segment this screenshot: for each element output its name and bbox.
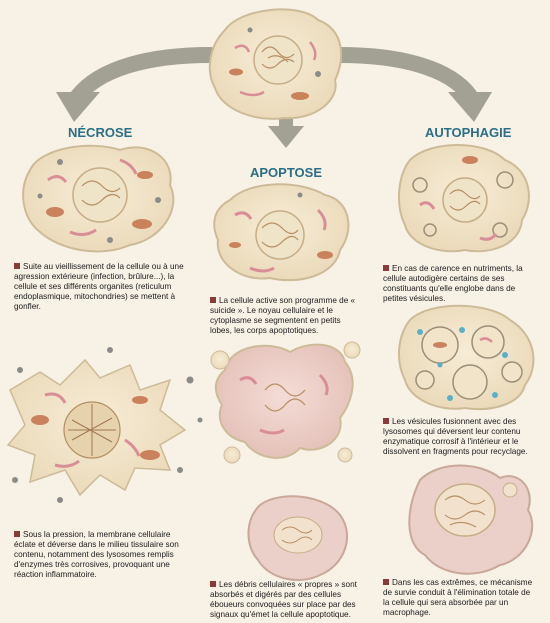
arrow-to-autophagie	[332, 47, 492, 122]
caption-bullet	[210, 297, 216, 303]
caption-bullet	[14, 531, 20, 537]
caption-autophagie-1: En cas de carence en nutriments, la cell…	[383, 264, 523, 303]
caption-bullet	[383, 418, 389, 424]
heading-apoptose: APOPTOSE	[250, 165, 322, 180]
caption-bullet	[210, 581, 216, 587]
caption-autophagie-3: Dans les cas extrêmes, ce mécanisme de s…	[383, 578, 533, 617]
heading-necrose: NÉCROSE	[68, 125, 133, 140]
autophagie-macrophage	[408, 464, 534, 575]
necrose-swollen-cell	[22, 144, 175, 253]
caption-apoptose-1: La cellule active son programme de « sui…	[210, 296, 356, 335]
heading-autophagie: AUTOPHAGIE	[425, 125, 512, 140]
caption-autophagie-2: Les vésicules fusionnent avec des lysoso…	[383, 417, 528, 456]
caption-necrose-1: Suite au vieillissement de la cellule ou…	[14, 262, 184, 311]
apoptose-engulfed-debris	[247, 495, 349, 581]
apoptose-lobed-cell	[210, 341, 361, 464]
caption-bullet	[383, 579, 389, 585]
autophagie-vesicle-cell	[398, 144, 530, 253]
autophagie-lysosome-fusion-cell	[398, 304, 535, 411]
caption-bullet	[383, 265, 389, 271]
arrow-to-necrose	[56, 47, 218, 122]
caption-necrose-2: Sous la pression, la membrane cellulaire…	[14, 530, 179, 579]
initial-cell	[208, 8, 343, 120]
caption-apoptose-2: Les débris cellulaires « propres » sont …	[210, 580, 357, 619]
necrose-burst-cell	[6, 347, 203, 503]
caption-bullet	[14, 263, 20, 269]
apoptose-segmenting-cell	[213, 183, 350, 282]
